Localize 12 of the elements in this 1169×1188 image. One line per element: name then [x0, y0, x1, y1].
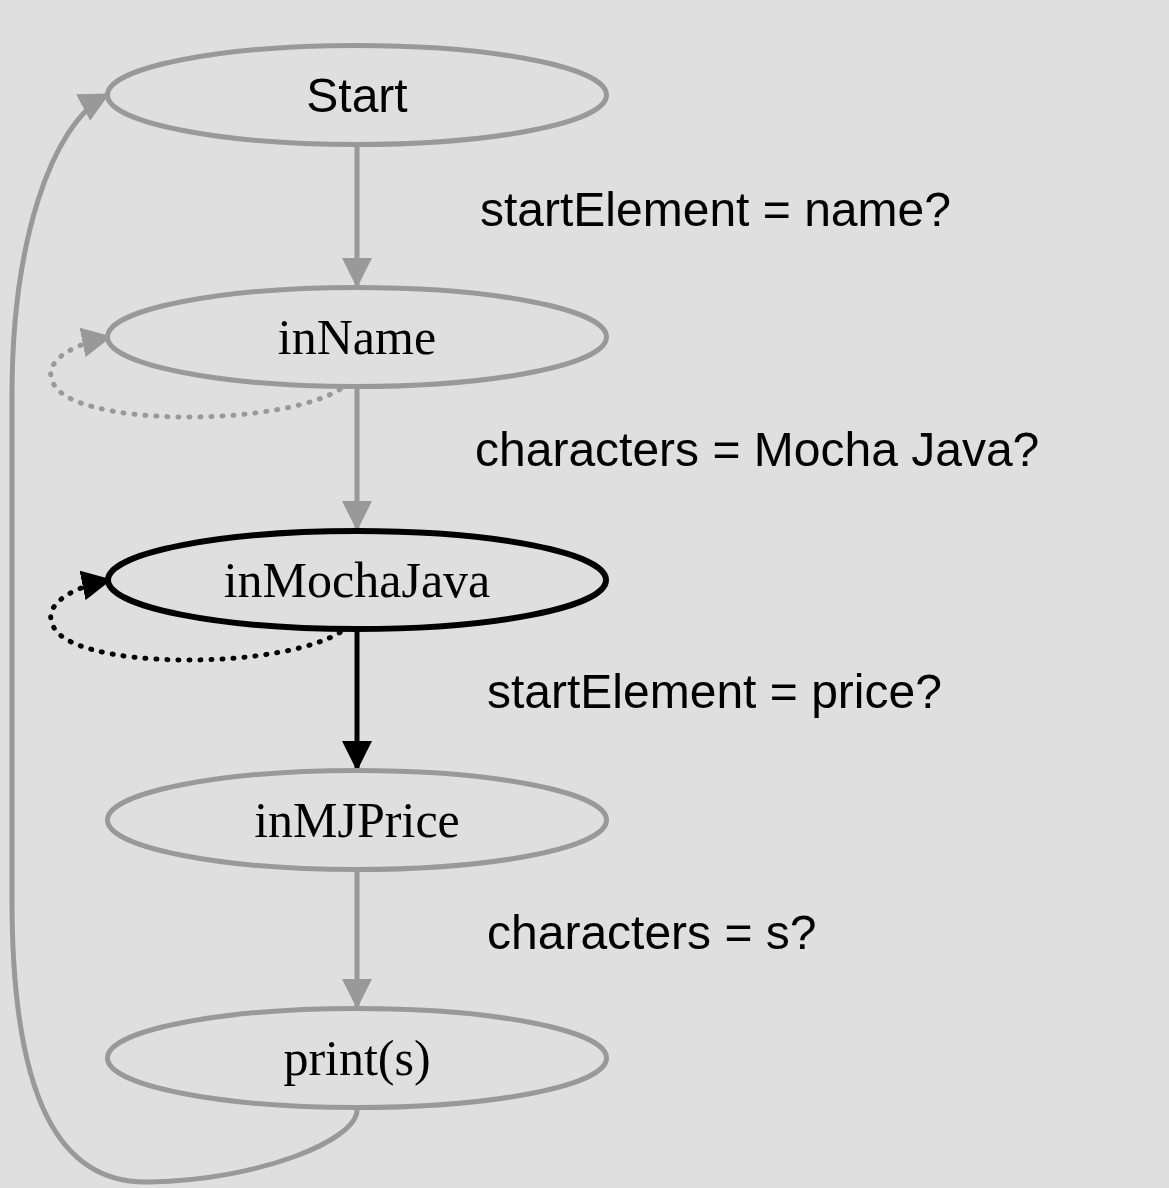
state-label: inMochaJava: [223, 551, 491, 609]
edge-label: startElement = name?: [480, 186, 951, 234]
edge-label: characters = s?: [487, 909, 817, 957]
edge-label: characters = Mocha Java?: [475, 426, 1040, 474]
arrow: [342, 389, 372, 531]
state-label: inMJPrice: [254, 791, 460, 849]
arrow: [9, 92, 360, 1185]
state-label: inName: [277, 308, 437, 366]
edge-label: startElement = price?: [487, 668, 942, 716]
arrow: [342, 632, 372, 771]
state-label: print(s): [283, 1029, 431, 1087]
state-label: Start: [306, 67, 408, 123]
